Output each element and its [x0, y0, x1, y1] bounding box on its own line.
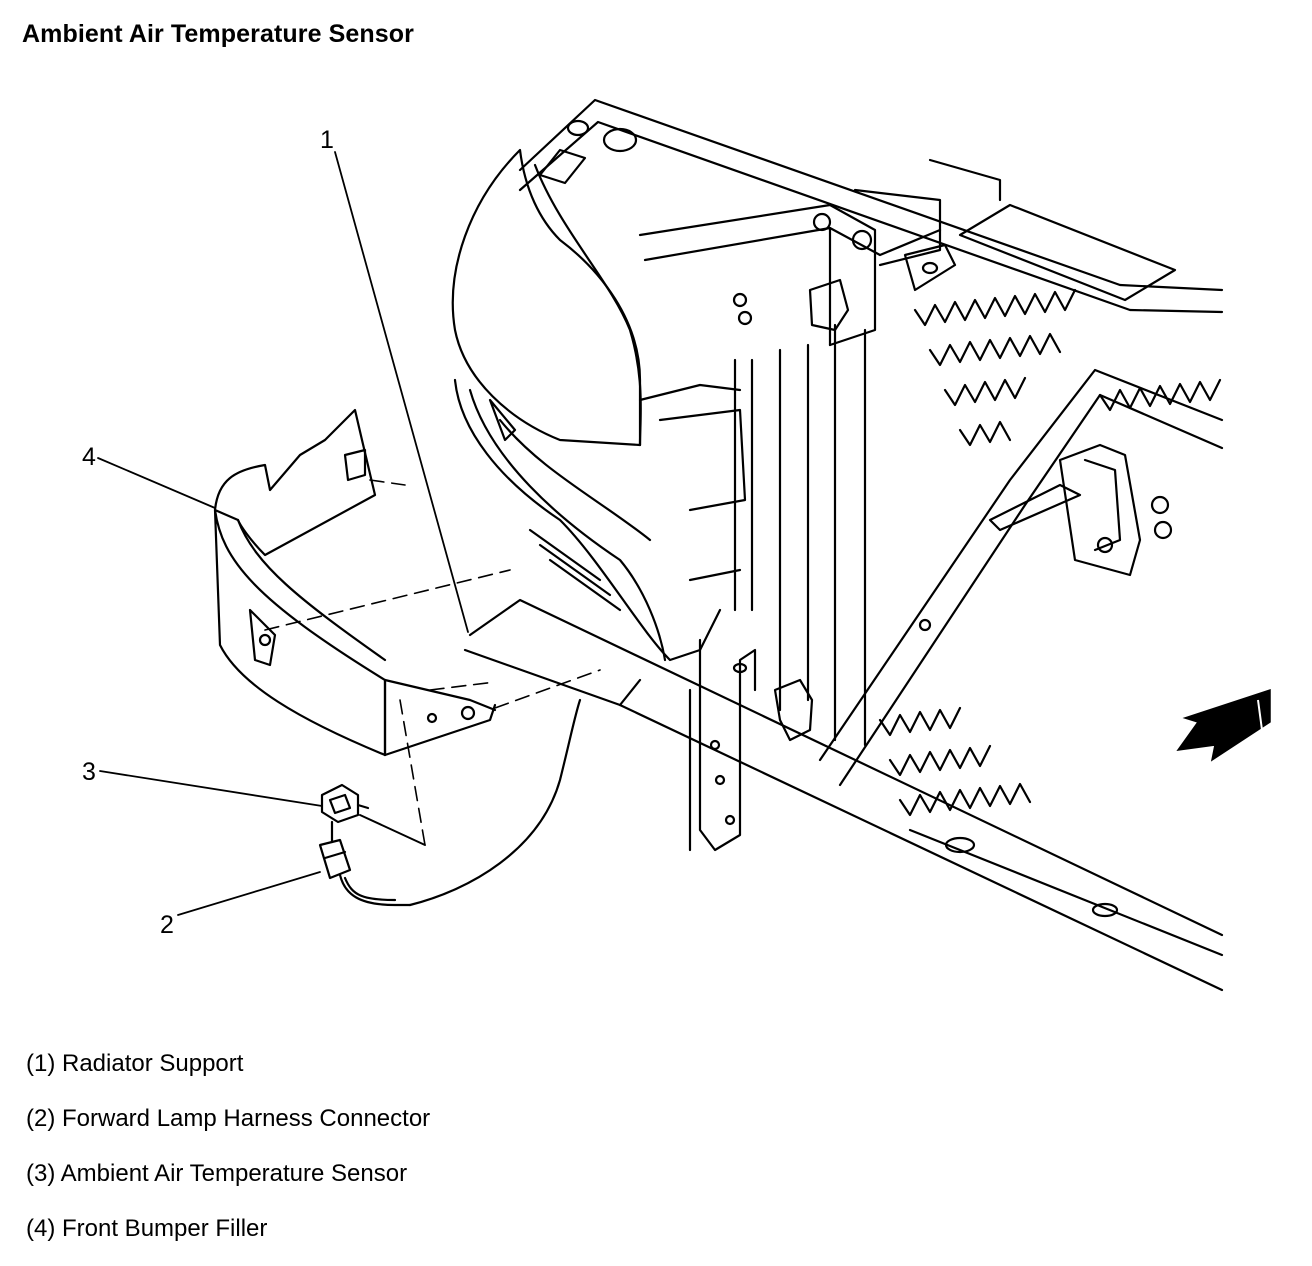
- assembly-guide-lines: [264, 479, 601, 846]
- forward-lamp-harness-connector-part: [318, 698, 582, 907]
- legend-item-radiator-support: (1) Radiator Support: [26, 1050, 244, 1077]
- headlamp-housing-part: [451, 148, 753, 662]
- callout-3: 3: [82, 758, 96, 786]
- exploded-view-illustration: 1 4 3 2: [82, 98, 1271, 992]
- leader-lines: [97, 151, 469, 916]
- callout-4: 4: [82, 443, 96, 471]
- arrow-forward-icon: [1176, 688, 1271, 762]
- callout-2: 2: [160, 911, 174, 939]
- parts-legend: (1) Radiator Support (2) Forward Lamp Ha…: [26, 1046, 430, 1266]
- radiator-support-part: [463, 98, 1224, 992]
- diagram-title: Ambient Air Temperature Sensor: [22, 20, 414, 48]
- callout-1: 1: [320, 126, 334, 154]
- legend-item-ambient-air-temperature-sensor: (3) Ambient Air Temperature Sensor: [26, 1160, 408, 1187]
- ambient-air-temperature-sensor-part: [320, 783, 370, 824]
- legend-item-forward-lamp-harness-connector: (2) Forward Lamp Harness Connector: [26, 1105, 431, 1132]
- legend-item-front-bumper-filler: (4) Front Bumper Filler: [26, 1215, 268, 1242]
- assembly-guide-solid: [359, 814, 426, 846]
- front-bumper-filler-part: [213, 408, 497, 757]
